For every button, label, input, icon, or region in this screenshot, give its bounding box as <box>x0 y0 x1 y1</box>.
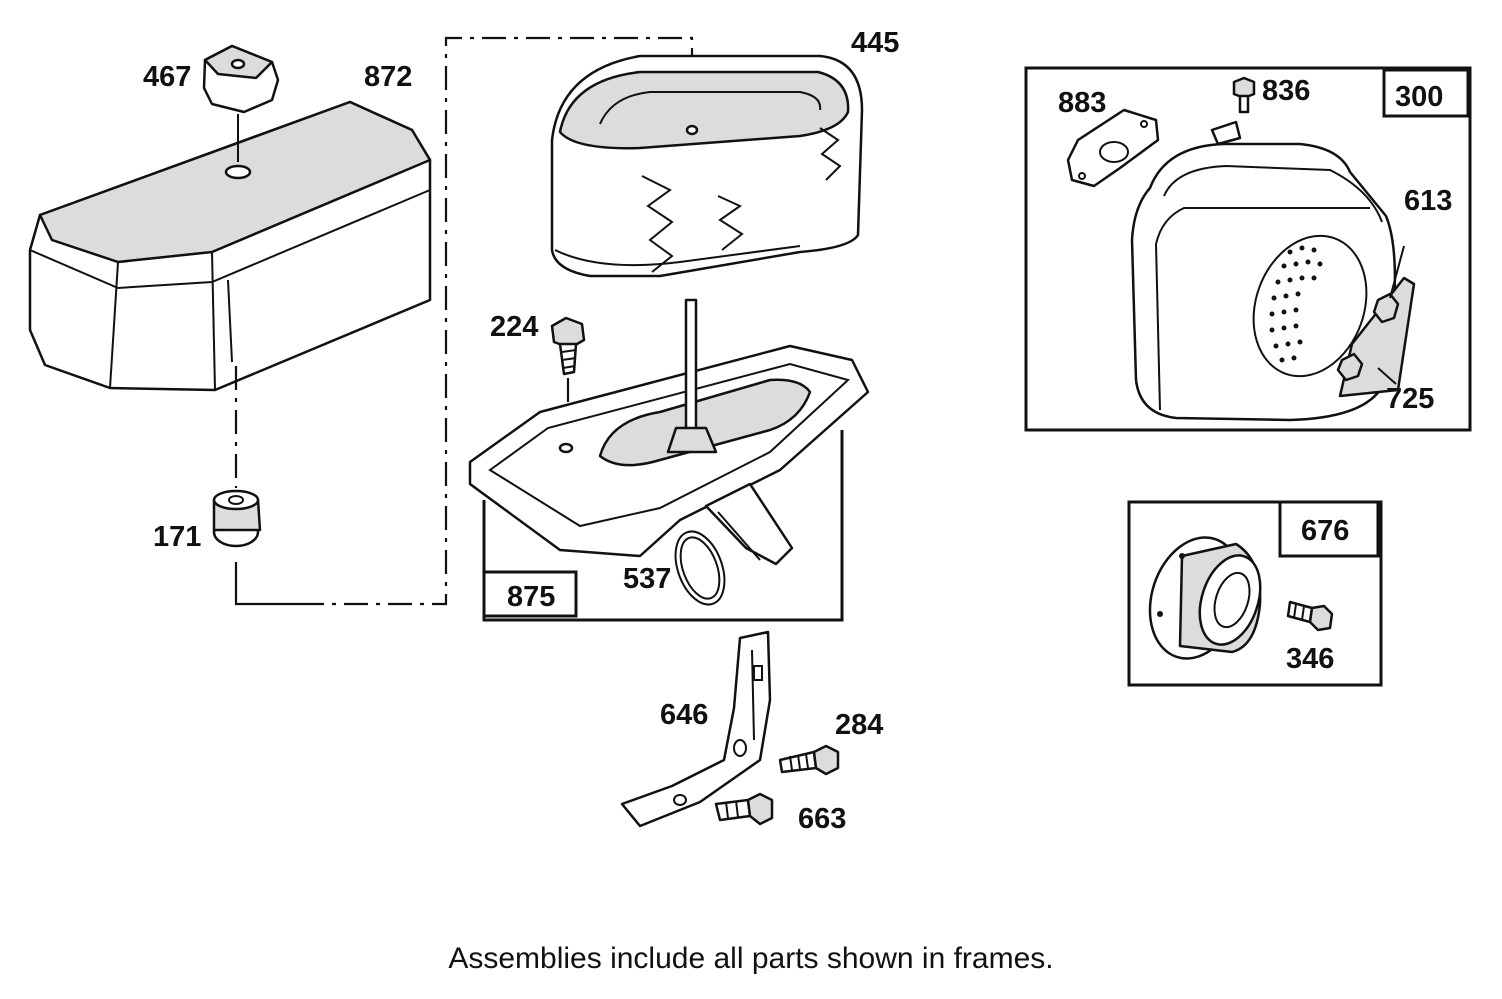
label-284: 284 <box>835 709 883 741</box>
assemblies-footnote: Assemblies include all parts shown in fr… <box>448 942 1054 975</box>
knob-467 <box>202 44 280 162</box>
outlet-assembly-676 <box>1127 500 1383 687</box>
label-445: 445 <box>851 27 899 59</box>
label-725: 725 <box>1386 383 1434 415</box>
label-663: 663 <box>798 803 846 835</box>
label-676: 676 <box>1301 515 1349 547</box>
muffler-assembly-300 <box>1024 66 1472 432</box>
label-613: 613 <box>1404 185 1452 217</box>
bracket-646 <box>620 630 772 828</box>
grommet-171 <box>212 489 262 548</box>
screw-284 <box>778 744 840 776</box>
label-646: 646 <box>660 699 708 731</box>
bolt-663 <box>714 792 774 826</box>
gasket-537 <box>674 530 726 606</box>
base-assembly-875 <box>468 298 870 622</box>
label-467: 467 <box>143 61 191 93</box>
part-labels: 467 872 445 224 171 875 537 646 284 663 … <box>143 27 1452 835</box>
label-300: 300 <box>1395 81 1443 113</box>
bolt-224 <box>550 316 586 448</box>
label-171: 171 <box>153 521 201 553</box>
label-872: 872 <box>364 61 412 93</box>
label-224: 224 <box>490 311 538 343</box>
label-836: 836 <box>1262 75 1310 107</box>
label-346: 346 <box>1286 643 1334 675</box>
perforation-dots <box>1269 245 1323 363</box>
air-cleaner-cover-872 <box>28 100 432 392</box>
label-875: 875 <box>507 581 555 613</box>
label-883: 883 <box>1058 87 1106 119</box>
label-537: 537 <box>623 563 671 595</box>
air-filter-445 <box>550 54 864 278</box>
